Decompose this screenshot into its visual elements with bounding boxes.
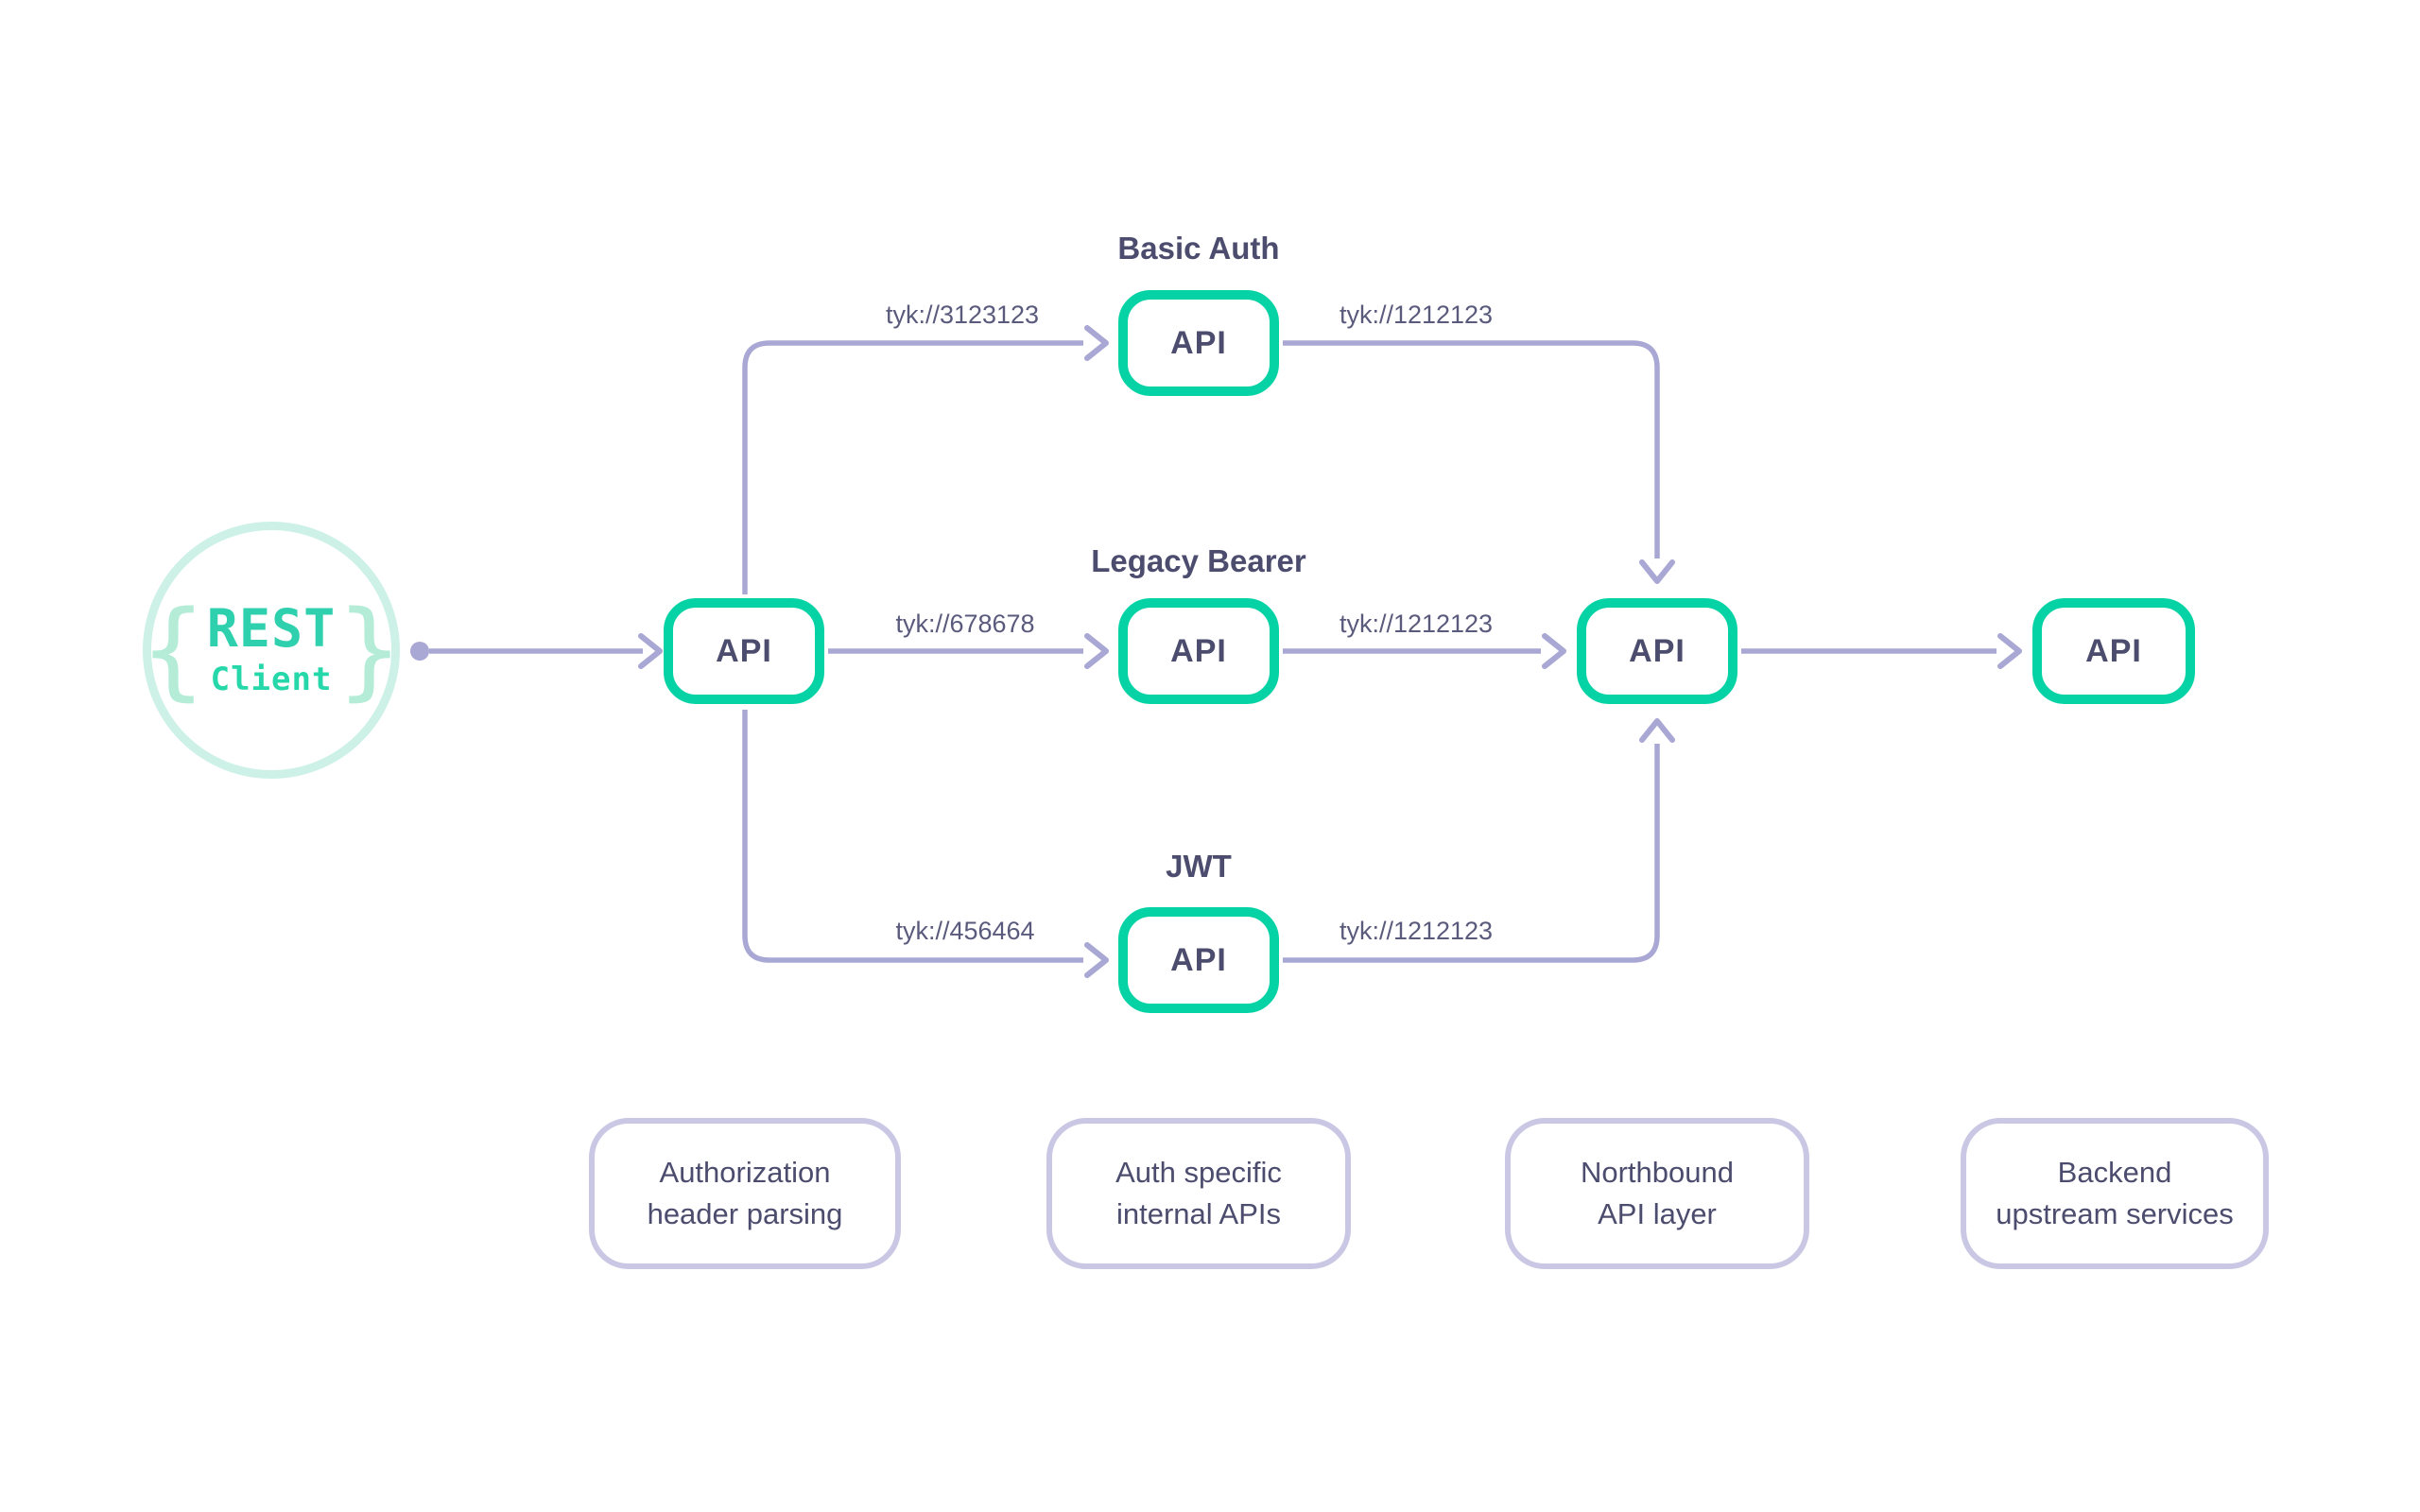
- legend-box-backend-upstream-services: Backend upstream services: [1961, 1118, 2269, 1269]
- api-node-gateway: API: [664, 598, 824, 704]
- rest-client-logo: { REST Client }: [141, 597, 401, 703]
- edge-gateway-basic-arrowhead-icon: [1084, 325, 1109, 361]
- edge-basic-northbound-line: [1283, 340, 1660, 558]
- edge-gateway-legacy-arrowhead-icon: [1084, 633, 1109, 669]
- legend-line: API layer: [1598, 1197, 1717, 1230]
- flow-title-legacy-bearer: Legacy Bearer: [1091, 543, 1306, 578]
- legend-box-northbound-api-layer: Northbound API layer: [1505, 1118, 1809, 1269]
- edge-label-gateway-basic: tyk://3123123: [885, 301, 1040, 329]
- legend-line: header parsing: [647, 1197, 843, 1230]
- edge-gateway-jwt-line: [742, 710, 1083, 963]
- legend-line: Northbound: [1580, 1156, 1734, 1189]
- api-node-label: API: [1629, 632, 1685, 669]
- edge-label-basic-northbound: tyk://1212123: [1339, 301, 1494, 329]
- api-node-northbound: API: [1577, 598, 1737, 704]
- api-node-label: API: [1170, 632, 1227, 669]
- client-type-text: Client: [210, 660, 333, 698]
- legend-line: upstream services: [1996, 1197, 2234, 1230]
- api-node-label: API: [2085, 632, 2142, 669]
- edge-client-gateway-arrowhead-icon: [638, 633, 663, 669]
- api-node-label: API: [716, 632, 772, 669]
- rest-client-node: { REST Client }: [141, 522, 402, 779]
- edge-legacy-northbound-arrowhead-icon: [1542, 633, 1566, 669]
- legend-box-auth-specific-internal-apis: Auth specific internal APIs: [1046, 1118, 1351, 1269]
- api-node-basic-auth: API: [1118, 290, 1279, 396]
- edge-jwt-northbound-arrowhead-icon: [1639, 718, 1675, 743]
- flow-title-basic-auth: Basic Auth: [1117, 231, 1280, 266]
- edge-jwt-northbound-line: [1283, 744, 1660, 963]
- edge-label-legacy-northbound: tyk://1212123: [1339, 610, 1494, 638]
- legend-line: internal APIs: [1115, 1197, 1282, 1230]
- api-node-label: API: [1170, 324, 1227, 361]
- api-node-legacy-bearer: API: [1118, 598, 1279, 704]
- client-name-text: REST: [206, 598, 337, 660]
- edge-label-jwt-northbound: tyk://1212123: [1339, 917, 1494, 945]
- edge-basic-northbound-arrowhead-icon: [1639, 559, 1675, 584]
- edge-label-gateway-jwt: tyk://456464: [895, 917, 1035, 945]
- left-brace-glyph: {: [141, 589, 205, 712]
- edge-start-dot: [410, 642, 429, 661]
- flow-title-jwt: JWT: [1166, 849, 1232, 884]
- edge-label-gateway-legacy: tyk://678678: [895, 610, 1035, 638]
- right-brace-glyph: }: [337, 589, 402, 712]
- legend-line: Backend: [2057, 1156, 2172, 1189]
- api-node-label: API: [1170, 941, 1227, 978]
- api-node-jwt: API: [1118, 907, 1279, 1013]
- edge-gateway-jwt-arrowhead-icon: [1084, 942, 1109, 978]
- edge-gateway-basic-line: [742, 340, 1083, 594]
- legend-line: Auth specific: [1115, 1156, 1282, 1189]
- api-node-backend: API: [2032, 598, 2195, 704]
- legend-line: Authorization: [659, 1156, 831, 1189]
- legend-box-authorization-header-parsing: Authorization header parsing: [589, 1118, 901, 1269]
- edge-northbound-backend-arrowhead-icon: [1997, 633, 2022, 669]
